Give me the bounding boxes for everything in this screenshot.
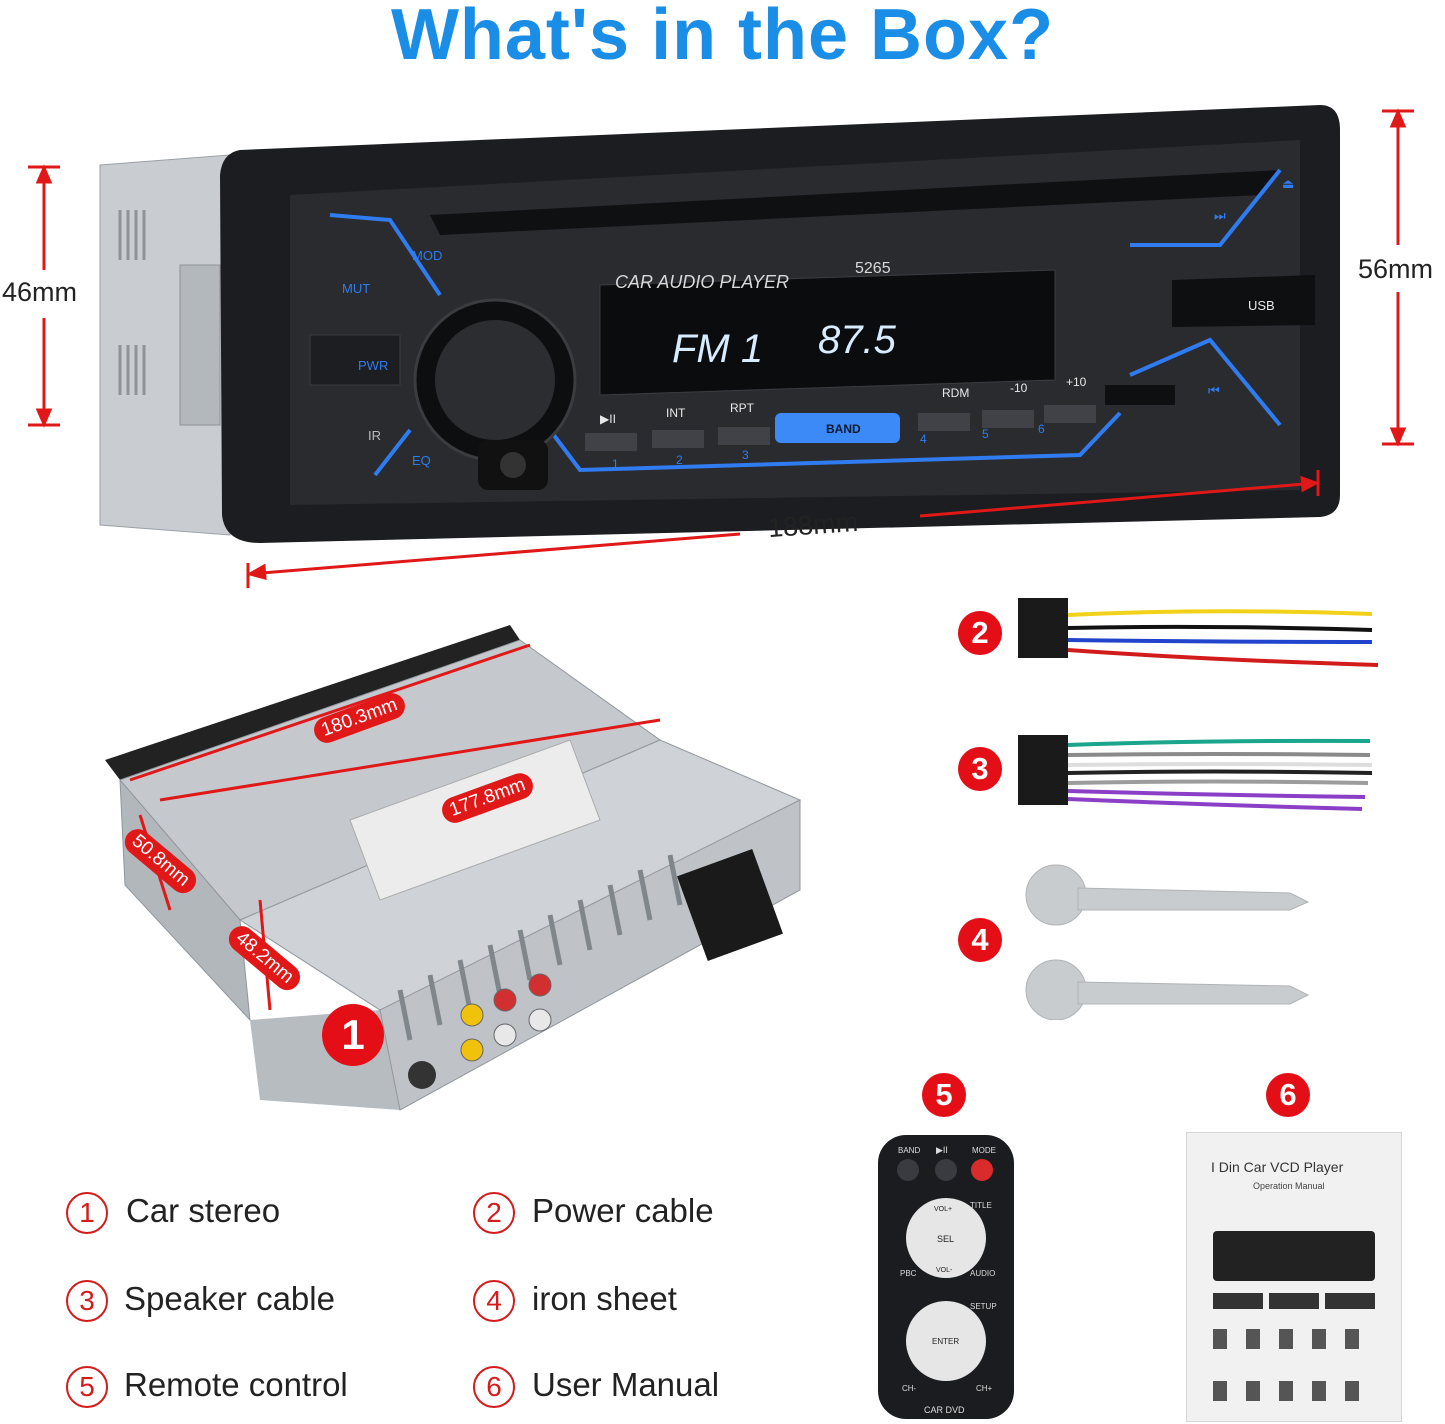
mute-button: MUT: [342, 281, 370, 296]
play-pause-button: ▶II: [600, 412, 616, 426]
legend-number-1: 1: [66, 1192, 108, 1234]
manual-cover-photo: [1213, 1231, 1375, 1281]
remote-ch-plus-label: CH+: [976, 1384, 993, 1393]
minus10-button: -10: [1010, 381, 1028, 395]
mod-button: MOD: [412, 248, 442, 263]
power-button: PWR: [358, 358, 388, 373]
car-audio-label: CAR AUDIO PLAYER: [615, 272, 789, 292]
legend-number-5: 5: [66, 1366, 108, 1408]
manual-thumb-2: [1269, 1293, 1319, 1309]
preset-2: 2: [676, 453, 683, 467]
preset-5: 5: [982, 427, 989, 441]
manual-feature-icons-row-1: [1213, 1329, 1375, 1349]
remote-setup-label: SETUP: [970, 1302, 997, 1311]
page-title: What's in the Box?: [390, 0, 1055, 75]
dimension-left-height: 46mm: [2, 277, 78, 307]
manual-thumb-3: [1325, 1293, 1375, 1309]
legend-number-6: 6: [473, 1366, 515, 1408]
remote-vol-down-label: VOL-: [936, 1267, 953, 1274]
int-button: INT: [666, 406, 686, 420]
speaker-cable-illustration: [1018, 735, 1373, 811]
badge-iron-sheet: 4: [958, 918, 1002, 962]
legend-number-3: 3: [66, 1280, 108, 1322]
rdm-button: RDM: [942, 386, 969, 400]
remote-ch-minus-label: CH-: [902, 1384, 917, 1393]
remote-title-label: TITLE: [970, 1201, 992, 1210]
display-band: FM 1: [672, 327, 763, 371]
legend-text-1: Car stereo: [126, 1192, 281, 1229]
preset-3: 3: [742, 448, 749, 462]
plus10-button: +10: [1066, 375, 1087, 389]
remote-audio-label: AUDIO: [970, 1269, 995, 1278]
preset-4: 4: [920, 432, 927, 446]
remote-enter-label: ENTER: [932, 1337, 959, 1346]
preset-6: 6: [1038, 422, 1045, 436]
display-frequency: 87.5: [818, 318, 897, 362]
eq-button: EQ: [412, 453, 431, 468]
legend-text-4: iron sheet: [532, 1280, 677, 1317]
power-cable-illustration: [1018, 598, 1379, 667]
legend-text-2: Power cable: [532, 1192, 714, 1229]
preset-1: 1: [612, 457, 619, 471]
legend-number-2: 2: [473, 1192, 515, 1234]
remote-band-label: BAND: [898, 1146, 920, 1155]
model-label: 5265: [855, 260, 891, 277]
remote-vol-up-label: VOL+: [934, 1206, 952, 1213]
ir-sensor-label: IR: [368, 428, 381, 443]
stereo-rear-illustration: [105, 625, 802, 1111]
legend-text-6: User Manual: [532, 1366, 720, 1403]
manual-subtitle: Operation Manual: [1253, 1181, 1325, 1191]
dimension-right-height: 56mm: [1358, 254, 1434, 284]
front-dimension-lines: [28, 108, 1414, 588]
manual-feature-icons-row-2: [1213, 1381, 1375, 1401]
stereo-front-illustration: CAR AUDIO PLAYER 5265 FM 1 87.5 MOD MUT …: [99, 105, 1340, 543]
iron-sheet-tools-illustration: [1025, 864, 1310, 1020]
next-icon[interactable]: ⏭: [1214, 208, 1226, 223]
remote-sel-label: SEL: [937, 1234, 954, 1244]
remote-control-illustration: BAND ▶II MODE SEL VOL+ VOL- TITLE PBC AU…: [878, 1135, 1014, 1419]
manual-thumb-1: [1213, 1293, 1263, 1309]
remote-pbc-label: PBC: [900, 1269, 917, 1278]
remote-play-icon: ▶II: [936, 1145, 948, 1155]
eject-icon[interactable]: ⏏: [1282, 176, 1294, 191]
remote-brand-label: CAR DVD: [924, 1405, 965, 1415]
band-button: BAND: [826, 422, 861, 436]
dimension-width: 188mm: [767, 506, 859, 544]
user-manual-illustration: I Din Car VCD Player Operation Manual: [1186, 1132, 1402, 1422]
badge-power-cable: 2: [958, 611, 1002, 655]
badge-speaker-cable: 3: [958, 747, 1002, 791]
badge-car-stereo: 1: [322, 1004, 384, 1066]
rpt-button: RPT: [730, 401, 755, 415]
manual-title: I Din Car VCD Player: [1211, 1159, 1344, 1175]
legend-text-3: Speaker cable: [124, 1280, 335, 1317]
usb-port-label: USB: [1248, 298, 1275, 313]
previous-icon[interactable]: ⏮: [1208, 383, 1220, 398]
badge-remote: 5: [922, 1073, 966, 1117]
legend-number-4: 4: [473, 1280, 515, 1322]
badge-manual: 6: [1266, 1073, 1310, 1117]
legend-text-5: Remote control: [124, 1366, 348, 1403]
remote-mode-label: MODE: [972, 1146, 996, 1155]
